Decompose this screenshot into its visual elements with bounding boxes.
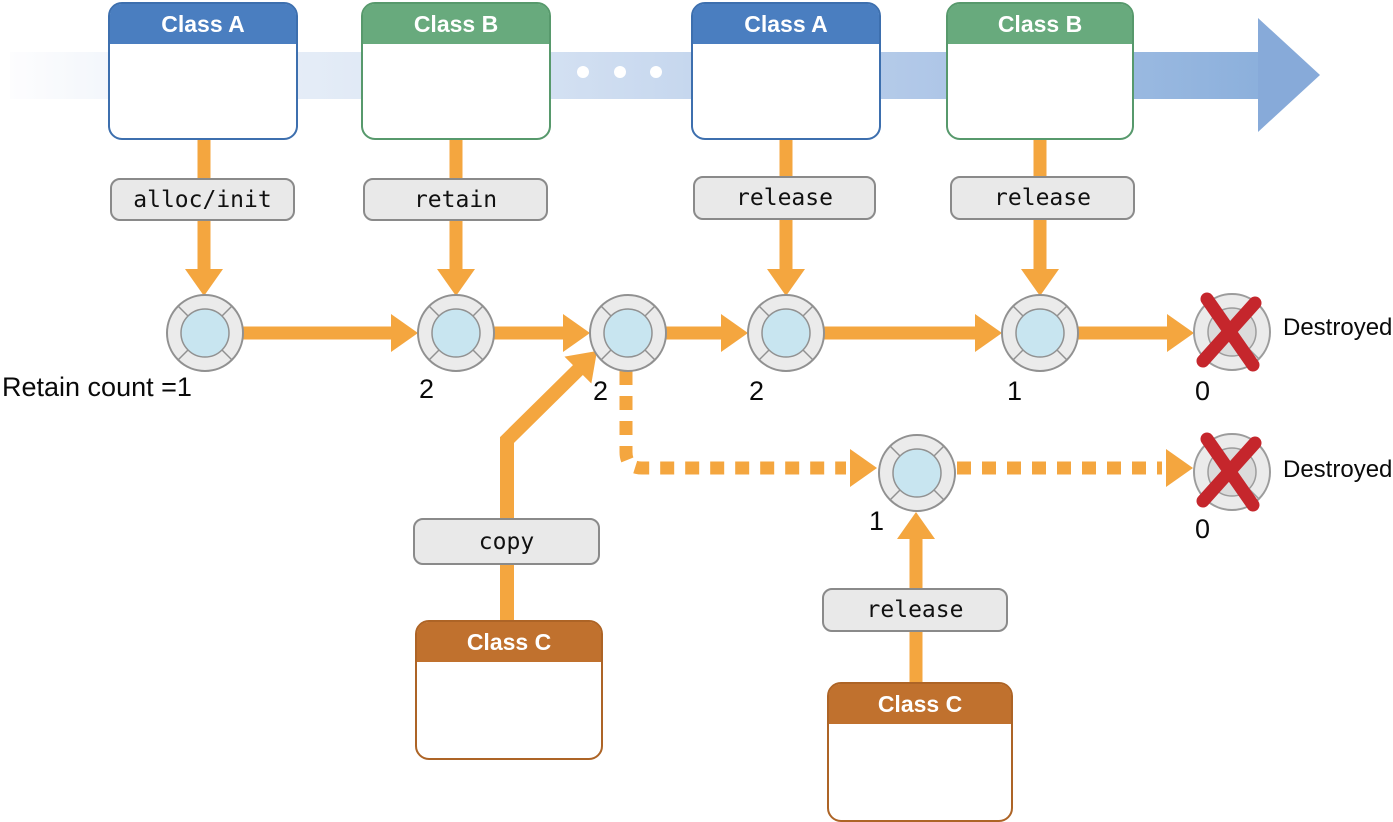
object-icon xyxy=(1001,294,1079,372)
class-box-a2: Class A xyxy=(691,2,881,140)
ellipsis-dot xyxy=(650,66,662,78)
class-box-b2: Class B xyxy=(946,2,1134,140)
ellipsis-dot xyxy=(577,66,589,78)
operation-pill-alloc-init: alloc/init xyxy=(110,178,295,221)
retain-count-label: Retain count =1 xyxy=(2,372,192,402)
retain-count-value: 2 xyxy=(749,376,765,406)
destroyed-object-icon xyxy=(1194,434,1270,510)
class-box-b1: Class B xyxy=(361,2,551,140)
retain-count-value: 0 xyxy=(1195,514,1211,544)
retain-count-value: 1 xyxy=(1007,376,1023,406)
object-icon xyxy=(747,294,825,372)
object-icon xyxy=(417,294,495,372)
object-icon xyxy=(878,434,956,512)
destroyed-label: Destroyed xyxy=(1283,456,1393,483)
class-box-title: Class C xyxy=(417,622,601,662)
retain-count-value: 1 xyxy=(869,506,885,536)
retain-count-value: 0 xyxy=(1195,376,1211,406)
class-box-title: Class C xyxy=(829,684,1011,724)
class-box-title: Class A xyxy=(693,4,879,44)
destroyed-label: Destroyed xyxy=(1283,314,1393,341)
ellipsis-dot xyxy=(614,66,626,78)
copy-lifetime-dashed-arrow xyxy=(957,449,1193,487)
class-box-c-release: Class C xyxy=(827,682,1013,822)
retain-count-value: 2 xyxy=(419,374,435,404)
object-link-arrow xyxy=(824,314,1002,352)
object-link-arrow xyxy=(494,314,590,352)
copy-lifetime-dashed-arrow xyxy=(619,371,877,487)
class-box-c-copy: Class C xyxy=(415,620,603,760)
operation-pill-copy: copy xyxy=(413,518,600,565)
destroyed-object-icon xyxy=(1194,294,1270,370)
object-link-arrow xyxy=(1078,314,1194,352)
operation-pill-release-branch: release xyxy=(822,588,1008,632)
object-icon xyxy=(166,294,244,372)
class-box-title: Class A xyxy=(110,4,296,44)
operation-pill-retain: retain xyxy=(363,178,548,221)
object-link-arrow xyxy=(666,314,748,352)
operation-pill-release-1: release xyxy=(693,176,876,220)
class-box-title: Class B xyxy=(363,4,549,44)
retain-count-value: 2 xyxy=(593,376,609,406)
class-box-title: Class B xyxy=(948,4,1132,44)
timeline-arrowhead-icon xyxy=(1258,18,1320,132)
object-icon xyxy=(589,294,667,372)
object-link-arrow xyxy=(243,314,418,352)
class-box-a1: Class A xyxy=(108,2,298,140)
operation-pill-release-2: release xyxy=(950,176,1135,220)
